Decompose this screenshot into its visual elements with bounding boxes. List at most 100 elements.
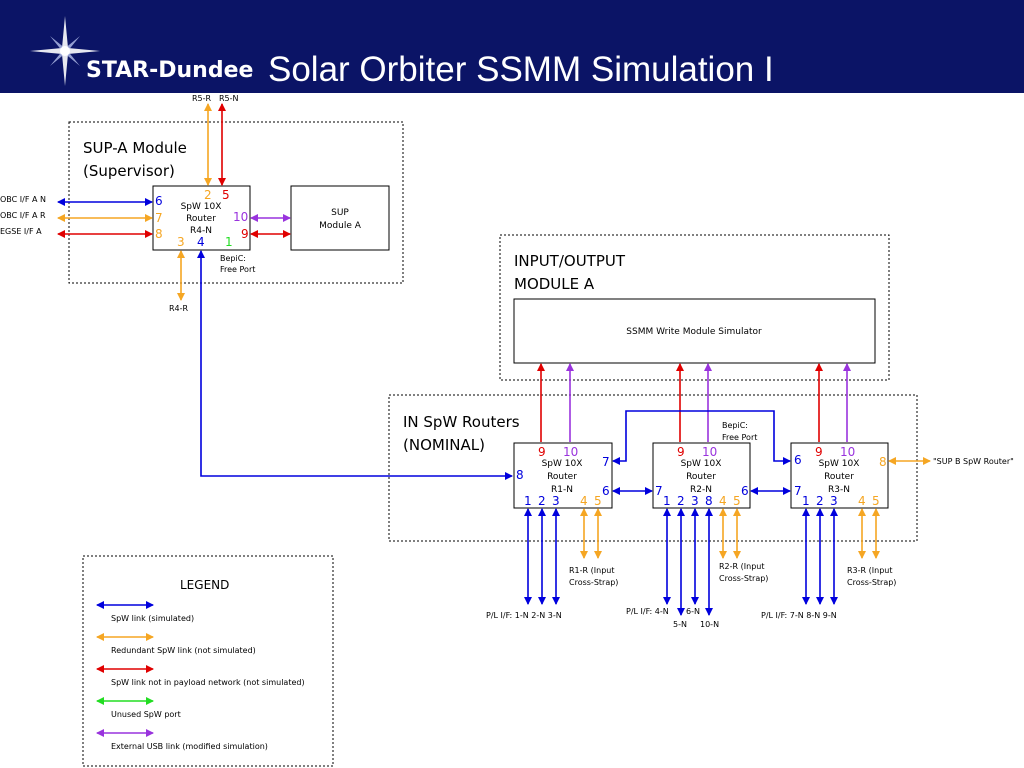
sup-box-label: SUP xyxy=(331,208,349,218)
port-label: 2 xyxy=(816,494,824,508)
obc-a-n-label: OBC I/F A N xyxy=(0,195,46,204)
r2-pl-label: 6-N xyxy=(686,607,700,616)
sup-module-a-box xyxy=(290,185,390,251)
router-r4-id: R4-N xyxy=(190,226,212,236)
star-logo-icon xyxy=(30,16,100,86)
legend-title: LEGEND xyxy=(180,578,229,592)
router-r2-label: SpW 10X xyxy=(681,459,722,469)
router-r3-label: Router xyxy=(824,472,854,482)
port-label: 1 xyxy=(802,494,810,508)
router-r2-label: Router xyxy=(686,472,716,482)
bepic-label: Free Port xyxy=(220,265,255,274)
router-r2: SpW 10X Router R2-N 9 10 7 6 1 2 3 8 4 5 xyxy=(652,442,751,509)
brand-name: STAR-Dundee xyxy=(86,58,254,83)
port-label: 7 xyxy=(794,484,802,498)
sup-module-subtitle: (Supervisor) xyxy=(83,162,175,180)
port-label: 3 xyxy=(177,235,185,249)
port-label: 7 xyxy=(155,211,163,225)
router-r1: SpW 10X Router R1-N 9 10 8 7 6 1 2 3 4 5 xyxy=(513,442,613,509)
port-label: 9 xyxy=(815,445,823,459)
port-label: 10 xyxy=(233,210,248,224)
port-label: 9 xyxy=(677,445,685,459)
port-label: 2 xyxy=(538,494,546,508)
port-label: 10 xyxy=(840,445,855,459)
port-label: 10 xyxy=(702,445,717,459)
port-label: 8 xyxy=(879,455,887,469)
legend-item-label: Unused SpW port xyxy=(111,710,181,719)
port-label: 6 xyxy=(741,484,749,498)
router-r4-label: SpW 10X xyxy=(181,202,222,212)
r4-r-label: R4-R xyxy=(169,304,189,313)
port-label: 8 xyxy=(155,227,163,241)
port-label: 6 xyxy=(794,453,802,467)
port-label: 7 xyxy=(655,484,663,498)
router-r1-id: R1-N xyxy=(551,485,573,495)
router-r2-id: R2-N xyxy=(690,485,712,495)
port-label: 6 xyxy=(155,194,163,208)
obc-a-r-label: OBC I/F A R xyxy=(0,211,46,220)
io-module-subtitle: MODULE A xyxy=(514,275,595,293)
header-bar xyxy=(0,0,1024,93)
bepic-label: BepiC: xyxy=(722,421,748,430)
r2-pl-label: 10-N xyxy=(700,620,719,629)
in-routers-subtitle: (NOMINAL) xyxy=(403,436,485,454)
port-label: 8 xyxy=(516,468,524,482)
router-r4 xyxy=(152,185,251,251)
port-label: 7 xyxy=(602,455,610,469)
sup-b-label: "SUP B SpW Router" xyxy=(933,457,1014,466)
io-module-title: INPUT/OUTPUT xyxy=(514,252,626,270)
port-label: 1 xyxy=(663,494,671,508)
legend-item-label: SpW link not in payload network (not sim… xyxy=(111,678,305,687)
port-label: 1 xyxy=(524,494,532,508)
port-label: 3 xyxy=(830,494,838,508)
port-label: 9 xyxy=(538,445,546,459)
legend-item-label: Redundant SpW link (not simulated) xyxy=(111,646,256,655)
port-label: 4 xyxy=(719,494,727,508)
port-label: 3 xyxy=(552,494,560,508)
port-label: 5 xyxy=(594,494,602,508)
port-label: 4 xyxy=(197,235,205,249)
port-label: 5 xyxy=(222,188,230,202)
bepic-label: Free Port xyxy=(722,433,757,442)
router-r4-label: Router xyxy=(186,214,216,224)
router-r3-id: R3-N xyxy=(828,485,850,495)
r2-pl-label: P/L I/F: 4-N xyxy=(626,607,669,616)
router-r3: SpW 10X Router R3-N 9 10 6 8 7 1 2 3 4 5 xyxy=(790,442,889,509)
io-module-frame xyxy=(499,234,890,381)
r1-cross-strap-label: R1-R (Input xyxy=(569,566,614,575)
legend-frame xyxy=(82,555,334,767)
port-label: 4 xyxy=(858,494,866,508)
r2-cross-strap-label: R2-R (Input xyxy=(719,562,764,571)
port-label: 2 xyxy=(677,494,685,508)
port-label: 1 xyxy=(225,235,233,249)
port-label: 2 xyxy=(204,188,212,202)
in-routers-title: IN SpW Routers xyxy=(403,413,520,431)
link-r1-to-r3 xyxy=(612,410,791,465)
port-label: 3 xyxy=(691,494,699,508)
sup-module-title: SUP-A Module xyxy=(83,139,187,157)
port-label: 5 xyxy=(872,494,880,508)
r5-n-label: R5-N xyxy=(219,94,239,103)
r1-pl-label: P/L I/F: 1-N 2-N 3-N xyxy=(486,611,562,620)
port-label: 4 xyxy=(580,494,588,508)
r2-pl-label: 5-N xyxy=(673,620,687,629)
link-r4-to-r1 xyxy=(197,250,513,480)
legend-item-label: External USB link (modified simulation) xyxy=(111,742,268,751)
sup-box-label: Module A xyxy=(319,221,362,231)
write-sim-label: SSMM Write Module Simulator xyxy=(626,327,762,337)
router-r3-label: SpW 10X xyxy=(819,459,860,469)
r3-cross-strap-label: R3-R (Input xyxy=(847,566,892,575)
router-r1-label: Router xyxy=(547,472,577,482)
r3-pl-label: P/L I/F: 7-N 8-N 9-N xyxy=(761,611,837,620)
egse-a-label: EGSE I/F A xyxy=(0,227,42,236)
r2-cross-strap-label: Cross-Strap) xyxy=(719,574,768,583)
page-title: Solar Orbiter SSMM Simulation I xyxy=(268,50,774,89)
r1-cross-strap-label: Cross-Strap) xyxy=(569,578,618,587)
legend-item-label: SpW link (simulated) xyxy=(111,614,194,623)
port-label: 6 xyxy=(602,484,610,498)
port-label: 8 xyxy=(705,494,713,508)
port-label: 5 xyxy=(733,494,741,508)
bepic-label: BepiC: xyxy=(220,254,246,263)
port-label: 10 xyxy=(563,445,578,459)
